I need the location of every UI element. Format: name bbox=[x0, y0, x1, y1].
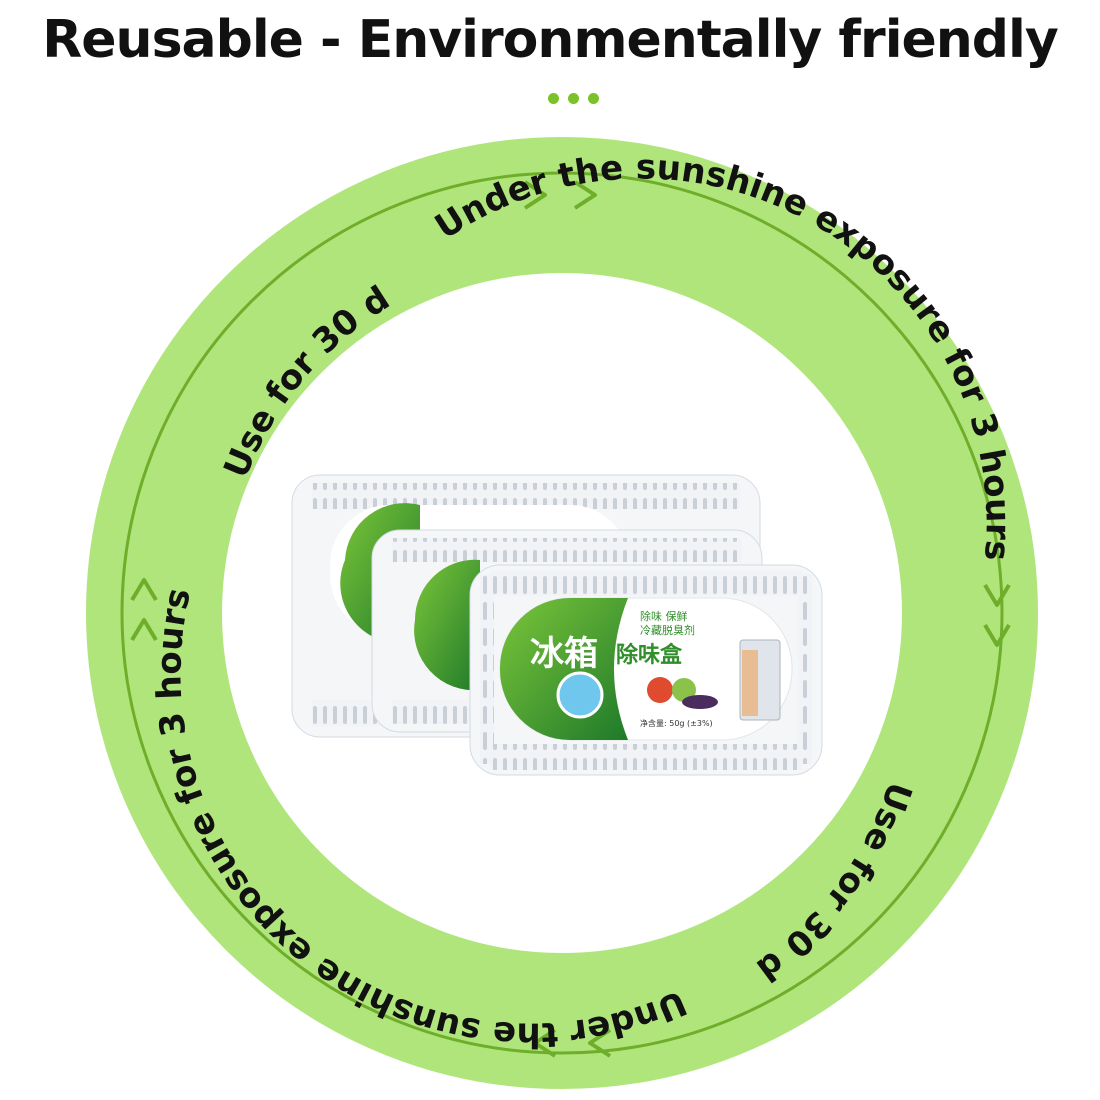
dot bbox=[568, 93, 579, 104]
arrow-right-icon bbox=[573, 180, 597, 210]
mascot-icon bbox=[556, 671, 604, 719]
product-weight: 净含量: 50g (±3%) bbox=[640, 718, 713, 728]
arrow-up-icon bbox=[130, 578, 158, 602]
product-tag-2: 冷藏脱臭剂 bbox=[640, 623, 695, 637]
product-box-front bbox=[469, 564, 823, 776]
page-title: Reusable - Environmentally friendly bbox=[42, 10, 1059, 70]
decorative-dots bbox=[548, 93, 599, 104]
product-brand: 冰箱 bbox=[530, 634, 598, 674]
arrow-down-icon bbox=[983, 623, 1011, 647]
arrow-left-icon bbox=[533, 1028, 557, 1058]
arrow-up-icon bbox=[130, 618, 158, 642]
product-name: 除味盒 bbox=[616, 642, 683, 668]
product-tag-1: 除味 保鲜 bbox=[640, 609, 688, 623]
arrowheads bbox=[130, 180, 1011, 1058]
dot bbox=[548, 93, 559, 104]
arrow-track bbox=[120, 171, 1004, 1055]
arrow-down-icon bbox=[983, 583, 1011, 607]
green-ring bbox=[86, 137, 1038, 1089]
arrow-right-icon bbox=[523, 180, 547, 210]
arrow-left-icon bbox=[588, 1028, 612, 1058]
vegetable-icon bbox=[647, 677, 673, 703]
dot bbox=[588, 93, 599, 104]
